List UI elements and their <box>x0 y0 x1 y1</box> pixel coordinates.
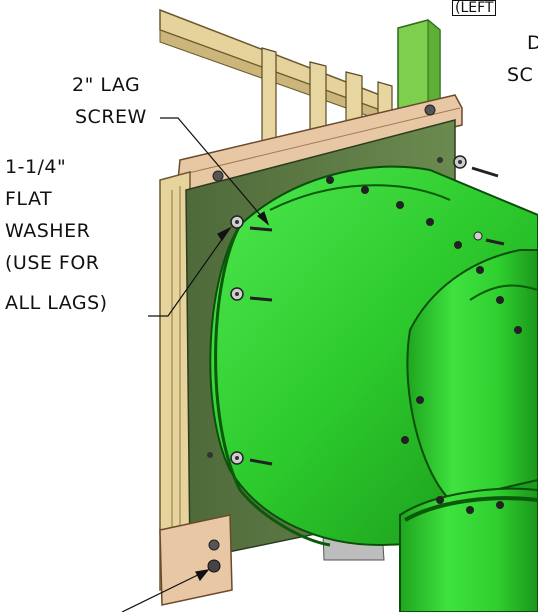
green-post <box>397 18 441 119</box>
top-right-text-2: SC <box>507 64 534 86</box>
top-right-text-1: D <box>527 32 538 54</box>
lag-screws <box>230 155 505 466</box>
washer-label-2: FLAT <box>5 188 53 210</box>
washer-label-4: (USE FOR <box>5 252 100 274</box>
bottom-board <box>159 514 233 606</box>
washer-label-1: 1-1/4" <box>5 156 67 178</box>
lag-screw-label-1: 2" LAG <box>72 74 141 96</box>
top-right-tag: (LEFT <box>452 0 497 16</box>
slide-tube <box>399 249 538 612</box>
washer-label-3: WASHER <box>5 220 91 242</box>
rim-bolts <box>326 176 522 514</box>
lag-screw-label-2: SCREW <box>75 106 147 128</box>
washer-label-5: ALL LAGS) <box>5 292 108 314</box>
leader-lines <box>121 117 270 612</box>
left-frame <box>159 171 191 592</box>
